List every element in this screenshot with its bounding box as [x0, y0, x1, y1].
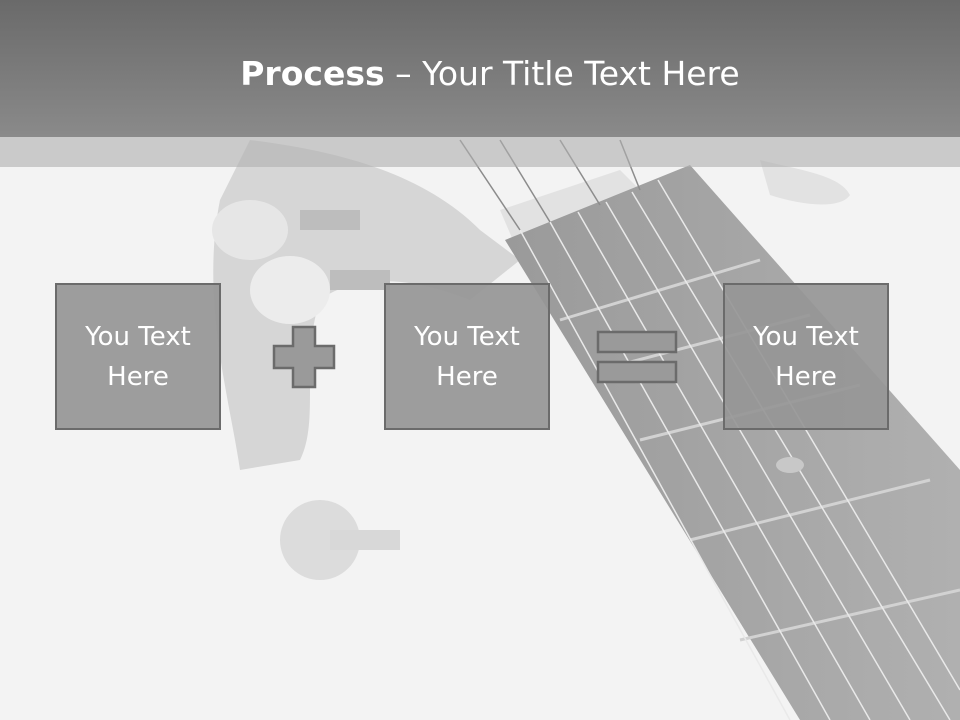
process-box-2[interactable]: You Text Here [384, 283, 550, 430]
slide-title: Process – Your Title Text Here [0, 52, 960, 96]
process-box-1[interactable]: You Text Here [55, 283, 221, 430]
subtitle-band [0, 137, 960, 167]
process-box-1-label: You Text Here [85, 321, 191, 392]
title-strong: Process [240, 54, 385, 93]
process-box-3-label: You Text Here [753, 321, 859, 392]
plus-icon [272, 325, 336, 389]
title-rest: – Your Title Text Here [384, 54, 740, 93]
process-box-2-label: You Text Here [414, 321, 520, 392]
process-box-3[interactable]: You Text Here [723, 283, 889, 430]
title-bar [0, 0, 960, 137]
equals-icon [596, 330, 678, 384]
